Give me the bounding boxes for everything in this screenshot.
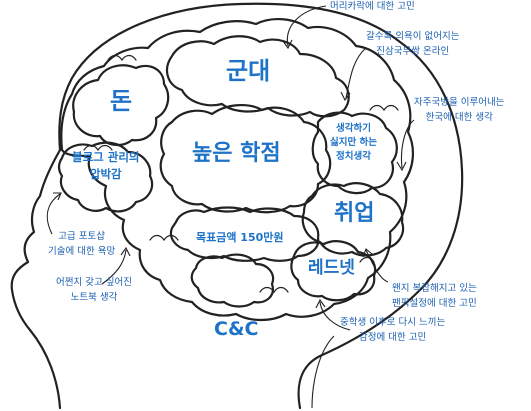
arrowhead [340, 91, 351, 102]
region-target: 목표금액 150만원 [196, 231, 284, 244]
annotation-fanfic-line1: 왠지 복잡해지고 있는 [392, 283, 477, 294]
region-study: 높은 학점 [192, 141, 281, 166]
leader-feel [319, 301, 351, 331]
region-money: 돈 [110, 87, 133, 115]
cc-lobe [190, 253, 275, 308]
fold-line [107, 54, 137, 62]
leader-tail [311, 335, 335, 409]
annotation-korea-line1: 자주국방을 이루어내는 [414, 97, 505, 108]
leader-hair [286, 5, 327, 47]
region-rednet: 레드넷 [308, 258, 355, 278]
leader-fanfic [365, 249, 389, 283]
arrowhead [315, 298, 326, 309]
annotation-online: 갈수록 의욕이 없어지는 진삼국무쌍 온라인 [366, 30, 459, 59]
annotation-camera-line2: 기술에 대한 욕망 [48, 245, 116, 257]
blog-lobe [57, 141, 154, 213]
annotation-hair: 머리카락에 대한 고민 [330, 1, 415, 12]
arrowhead [396, 161, 407, 172]
region-politics-line2: 싫지만 하는 [330, 136, 378, 148]
annotation-online-line1: 갈수록 의욕이 없어지는 [366, 31, 460, 42]
leader-laptop [101, 249, 127, 285]
head-outline [10, 2, 464, 410]
annotation-korea: 자주국방을 이루어내는 한국에 대한 생각 [414, 96, 504, 125]
annotation-laptop-line1: 어쩐지 갖고 싶어진 [56, 277, 132, 288]
brain-outline [60, 18, 414, 322]
region-military: 군대 [226, 57, 271, 85]
arrowhead [282, 39, 293, 50]
region-blog-line2: 압박감 [89, 167, 122, 182]
job-lobe [301, 182, 405, 257]
fold-line [149, 234, 179, 242]
annotation-camera-line1: 고급 포토샵 [58, 231, 105, 242]
region-politics-line3: 정치생각 [336, 150, 371, 162]
annotation-feel-line1: 중학생 이후로 다시 느끼는 [340, 317, 446, 328]
study-lobe [159, 104, 332, 214]
annotation-online-line2: 진삼국무쌍 온라인 [376, 45, 450, 57]
arrowhead [362, 248, 373, 258]
region-blog-line1: 블로그 관리의 [72, 150, 140, 164]
fold-line [83, 144, 113, 152]
annotation-feel: 중학생 이후로 다시 느끼는 감정에 대한 고민 [340, 316, 445, 345]
annotation-fanfic-line2: 팬픽설정에 대한 고민 [392, 297, 477, 309]
money-lobe [72, 64, 170, 146]
leader-camera [46, 193, 61, 235]
annotation-camera: 고급 포토샵 기술에 대한 욕망 [48, 230, 115, 259]
leader-online [345, 47, 367, 99]
annotation-laptop: 어쩐지 갖고 싶어진 노트북 생각 [56, 276, 132, 305]
arrowhead [120, 246, 131, 257]
region-politics-line1: 생각하기 [336, 123, 371, 134]
arrowhead [53, 192, 62, 201]
fold-line [259, 286, 289, 294]
military-lobe [165, 35, 350, 118]
annotation-laptop-line2: 노트북 생각 [70, 291, 118, 303]
rednet-lobe [290, 240, 377, 302]
leader-korea [400, 119, 415, 169]
fold-line [359, 256, 375, 263]
region-job: 취업 [334, 201, 375, 226]
annotation-korea-line2: 한국에 대한 생각 [425, 111, 493, 123]
annotation-feel-line2: 감정에 대한 고민 [358, 331, 427, 343]
fold-line [369, 104, 399, 112]
target-lobe [169, 206, 320, 262]
region-cc: C&C [214, 318, 259, 340]
region-politics: 생각하기 싫지만 하는 정치생각 [330, 122, 377, 163]
annotation-fanfic: 왠지 복잡해지고 있는 팬픽설정에 대한 고민 [392, 282, 477, 311]
region-blog: 블로그 관리의 압박감 [72, 150, 139, 182]
politics-lobe [311, 111, 398, 195]
